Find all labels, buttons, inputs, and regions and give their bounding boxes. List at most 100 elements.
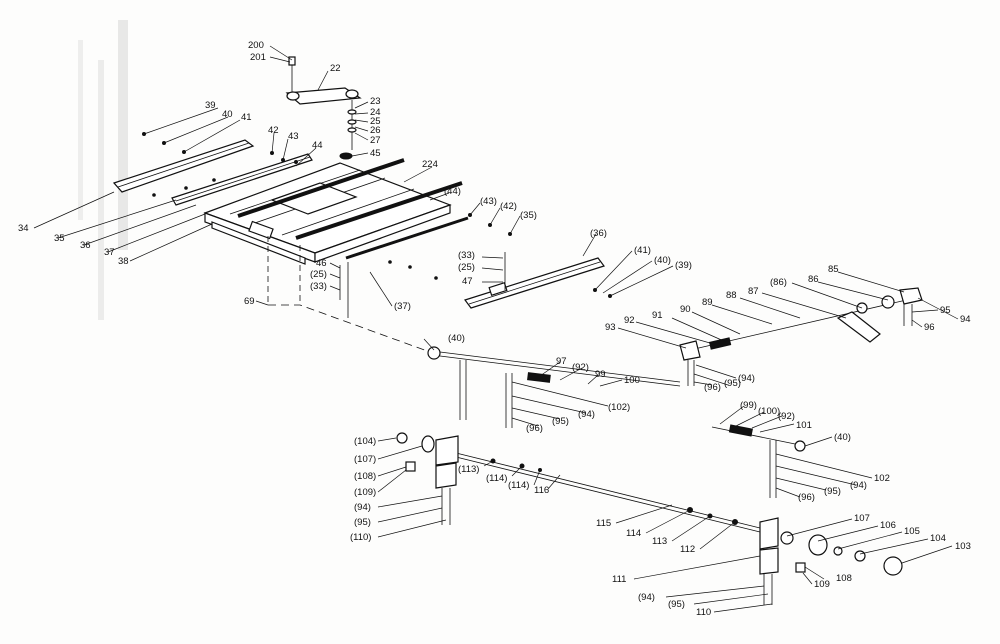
callout-95-paren-5: (95) <box>668 599 685 610</box>
callout-26: 26 <box>370 125 381 136</box>
callout-104: 104 <box>930 533 946 544</box>
callout-106: 106 <box>880 520 896 531</box>
callout-91: 91 <box>652 310 663 321</box>
bleed-through-marks <box>78 20 128 320</box>
callout-95-paren-4: (95) <box>354 517 371 528</box>
callout-101: 101 <box>796 420 812 431</box>
callout-201: 201 <box>250 52 266 63</box>
callout-107-paren: (107) <box>354 454 376 465</box>
callout-108: 108 <box>836 573 852 584</box>
callout-102-paren: (102) <box>608 402 630 413</box>
callout-40-paren-2: (40) <box>448 333 465 344</box>
callout-115: 115 <box>596 518 611 529</box>
callout-109-paren: (109) <box>354 487 376 498</box>
callout-47: 47 <box>462 276 473 287</box>
callout-105: 105 <box>904 526 920 537</box>
callout-94: 94 <box>960 314 971 325</box>
callout-94-paren-4: (94) <box>354 502 371 513</box>
callout-99: 99 <box>595 369 606 380</box>
callout-37: 37 <box>104 247 115 258</box>
callout-104-paren: (104) <box>354 436 376 447</box>
callout-108-paren: (108) <box>354 471 376 482</box>
callout-110: 110 <box>696 607 711 618</box>
callout-103: 103 <box>955 541 971 552</box>
callout-25-paren: (25) <box>458 262 475 273</box>
callout-45: 45 <box>370 148 381 159</box>
callout-95: 95 <box>940 305 951 316</box>
callout-112: 112 <box>680 544 695 555</box>
callout-94-paren: (94) <box>738 373 755 384</box>
callout-110-paren: (110) <box>350 532 371 543</box>
callout-116: 116 <box>534 485 549 496</box>
lock-shaft-assembly <box>679 287 923 386</box>
callout-96-paren: (96) <box>704 382 721 393</box>
callout-43-paren: (43) <box>480 196 497 207</box>
callout-88: 88 <box>726 290 737 301</box>
callout-36: 36 <box>80 240 91 251</box>
callout-25: 25 <box>370 116 381 127</box>
callout-33-paren: (33) <box>458 250 475 261</box>
callout-113: 113 <box>652 536 667 547</box>
callout-34: 34 <box>18 223 29 234</box>
callout-95-paren-2: (95) <box>552 416 569 427</box>
callout-36-paren: (36) <box>590 228 607 239</box>
callout-224: 224 <box>422 159 438 170</box>
callout-25-paren-2: (25) <box>310 269 327 280</box>
callout-95-paren: (95) <box>724 378 741 389</box>
left-bracket <box>435 435 459 466</box>
callout-41: 41 <box>241 112 252 123</box>
callout-96-paren-2: (96) <box>526 423 543 434</box>
callout-42-paren: (42) <box>500 201 517 212</box>
callout-86: 86 <box>808 274 819 285</box>
upper-rail-assembly <box>427 346 681 428</box>
callout-33-paren-2: (33) <box>310 281 327 292</box>
callout-114-paren: (114) <box>486 473 507 484</box>
callout-87: 87 <box>748 286 759 297</box>
right-bracket <box>759 517 779 550</box>
callout-100: 100 <box>624 375 640 386</box>
lock-lever <box>836 311 881 343</box>
callout-96-paren-3: (96) <box>798 492 815 503</box>
callout-40-paren: (40) <box>654 255 671 266</box>
callout-92-paren-2: (92) <box>778 411 795 422</box>
callout-85: 85 <box>828 264 839 275</box>
callout-113-paren: (113) <box>458 464 479 475</box>
callout-39-paren: (39) <box>675 260 692 271</box>
callout-100-paren: (100) <box>758 406 780 417</box>
callout-46: 46 <box>316 258 327 269</box>
callout-94-paren-3: (94) <box>850 480 867 491</box>
callout-labels: 200 201 22 23 24 25 26 27 45 39 40 41 42… <box>18 40 971 618</box>
callout-92-paren: (92) <box>572 362 589 373</box>
callout-93: 93 <box>605 322 616 333</box>
callout-42: 42 <box>268 125 279 136</box>
callout-99-paren: (99) <box>740 400 757 411</box>
callout-200: 200 <box>248 40 264 51</box>
leader-lines <box>33 45 959 613</box>
callout-86-paren: (86) <box>770 277 787 288</box>
callout-43: 43 <box>288 131 299 142</box>
callout-109: 109 <box>814 579 830 590</box>
callout-95-paren-3: (95) <box>824 486 841 497</box>
right-rail-assembly <box>711 424 806 498</box>
callout-102: 102 <box>874 473 890 484</box>
callout-40: 40 <box>222 109 233 120</box>
callout-92: 92 <box>624 315 635 326</box>
callout-111: 111 <box>612 574 626 585</box>
callout-44-paren: (44) <box>444 186 461 197</box>
callout-35-paren: (35) <box>520 210 537 221</box>
callout-97: 97 <box>556 356 567 367</box>
table-assembly <box>112 139 605 309</box>
callout-24: 24 <box>370 107 381 118</box>
callout-27: 27 <box>370 135 381 146</box>
callout-40-paren-3: (40) <box>834 432 851 443</box>
table-insert <box>270 182 358 215</box>
callout-89: 89 <box>702 297 713 308</box>
callout-114-paren-2: (114) <box>508 480 529 491</box>
guard-bracket <box>285 56 362 160</box>
callout-37-paren: (37) <box>394 301 411 312</box>
callout-90: 90 <box>680 304 691 315</box>
table-side-edge <box>314 204 451 263</box>
callout-114: 114 <box>626 528 641 539</box>
